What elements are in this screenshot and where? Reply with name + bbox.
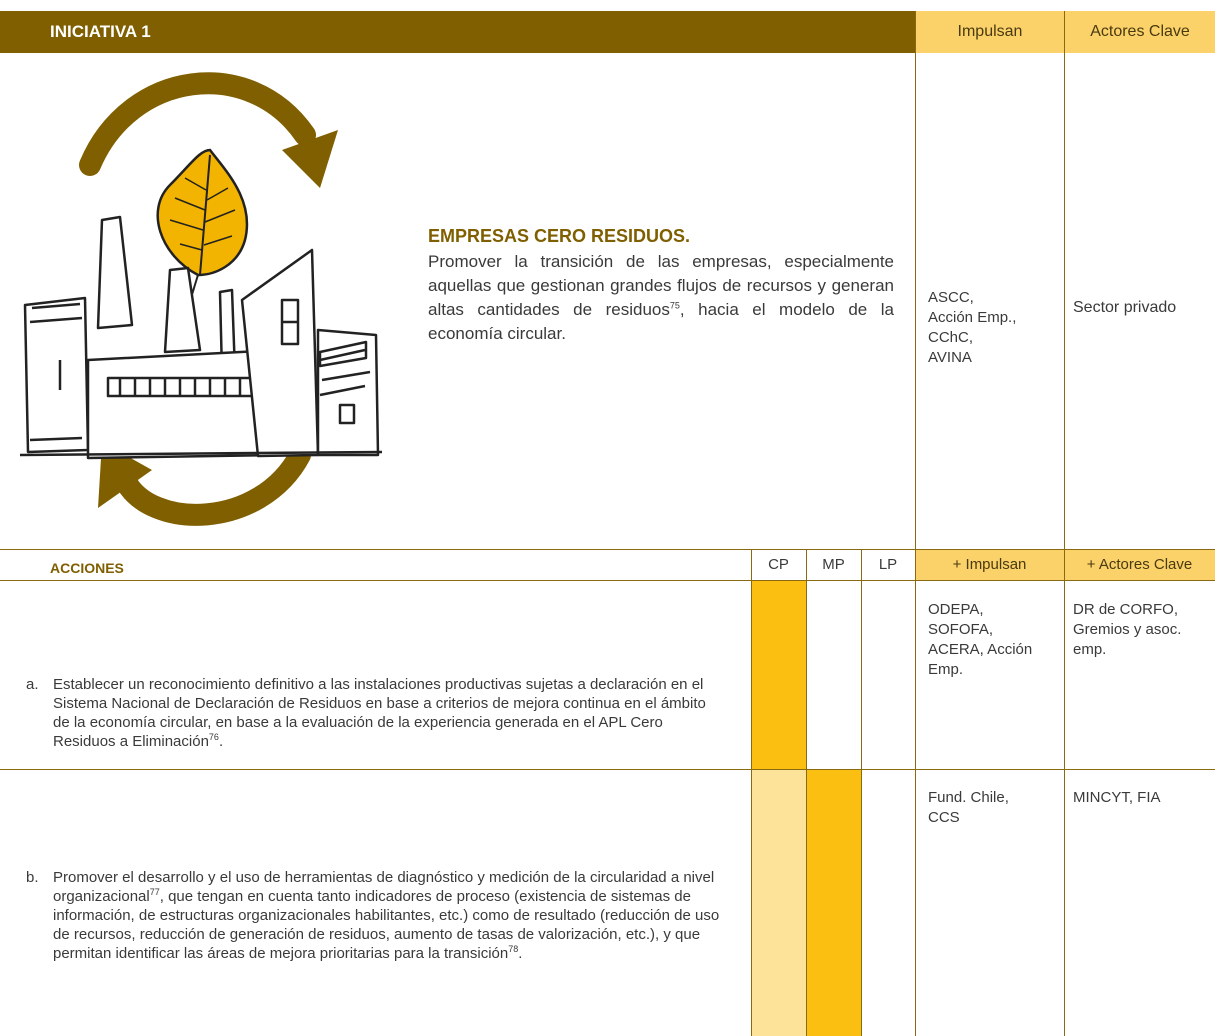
action-b-actores: MINCYT, FIA	[1073, 789, 1161, 806]
action-b-mp-bar	[806, 770, 861, 1036]
divider	[861, 550, 862, 1036]
footnote-ref: 75	[669, 300, 680, 311]
footnote-ref: 76	[208, 732, 219, 742]
footnote-ref: 78	[508, 944, 519, 954]
action-b-text: b. Promover el desarrollo y el uso de he…	[26, 869, 720, 962]
initiative-header-bar	[0, 11, 915, 53]
initiative-description: Promover la transición de las empresas, …	[428, 252, 894, 343]
factory-icon	[20, 215, 383, 460]
circular-arrow-top-icon	[79, 72, 338, 188]
divider	[0, 580, 1215, 581]
action-a-actores: DR de CORFO, Gremios y asoc. emp.	[1073, 601, 1182, 658]
action-b-impulsan: Fund. Chile, CCS	[928, 789, 1009, 826]
divider	[751, 550, 752, 1036]
lp-header: LP	[878, 556, 898, 573]
impulsan-header: Impulsan	[915, 11, 1064, 53]
plus-actores-header: + Actores Clave	[1064, 550, 1215, 580]
mp-header: MP	[822, 556, 845, 573]
footnote-ref: 77	[149, 887, 160, 897]
action-b-cp-bar	[751, 770, 806, 1036]
action-a-impulsan: ODEPA, SOFOFA, ACERA, Acción Emp.	[928, 601, 1033, 678]
divider	[1064, 53, 1065, 550]
cp-header: CP	[768, 556, 789, 573]
acciones-label: ACCIONES	[50, 560, 124, 576]
divider	[915, 53, 916, 550]
actores-clave-header: Actores Clave	[1064, 11, 1215, 53]
initiative-impulsan: ASCC, Acción Emp., CChC, AVINA	[928, 289, 1017, 366]
divider	[1064, 550, 1065, 1036]
circular-economy-illustration	[20, 72, 383, 526]
plus-impulsan-header: + Impulsan	[915, 550, 1064, 580]
divider	[0, 549, 1215, 550]
initiative-title: EMPRESAS CERO RESIDUOS.	[428, 226, 691, 246]
action-a-text: a. Establecer un reconocimiento definiti…	[26, 676, 706, 750]
initiative-actores: Sector privado	[1073, 299, 1177, 316]
initiative-number: INICIATIVA 1	[50, 22, 151, 41]
divider	[915, 550, 916, 1036]
action-a-cp-bar	[751, 581, 806, 769]
divider	[0, 769, 1215, 770]
divider	[806, 550, 807, 1036]
